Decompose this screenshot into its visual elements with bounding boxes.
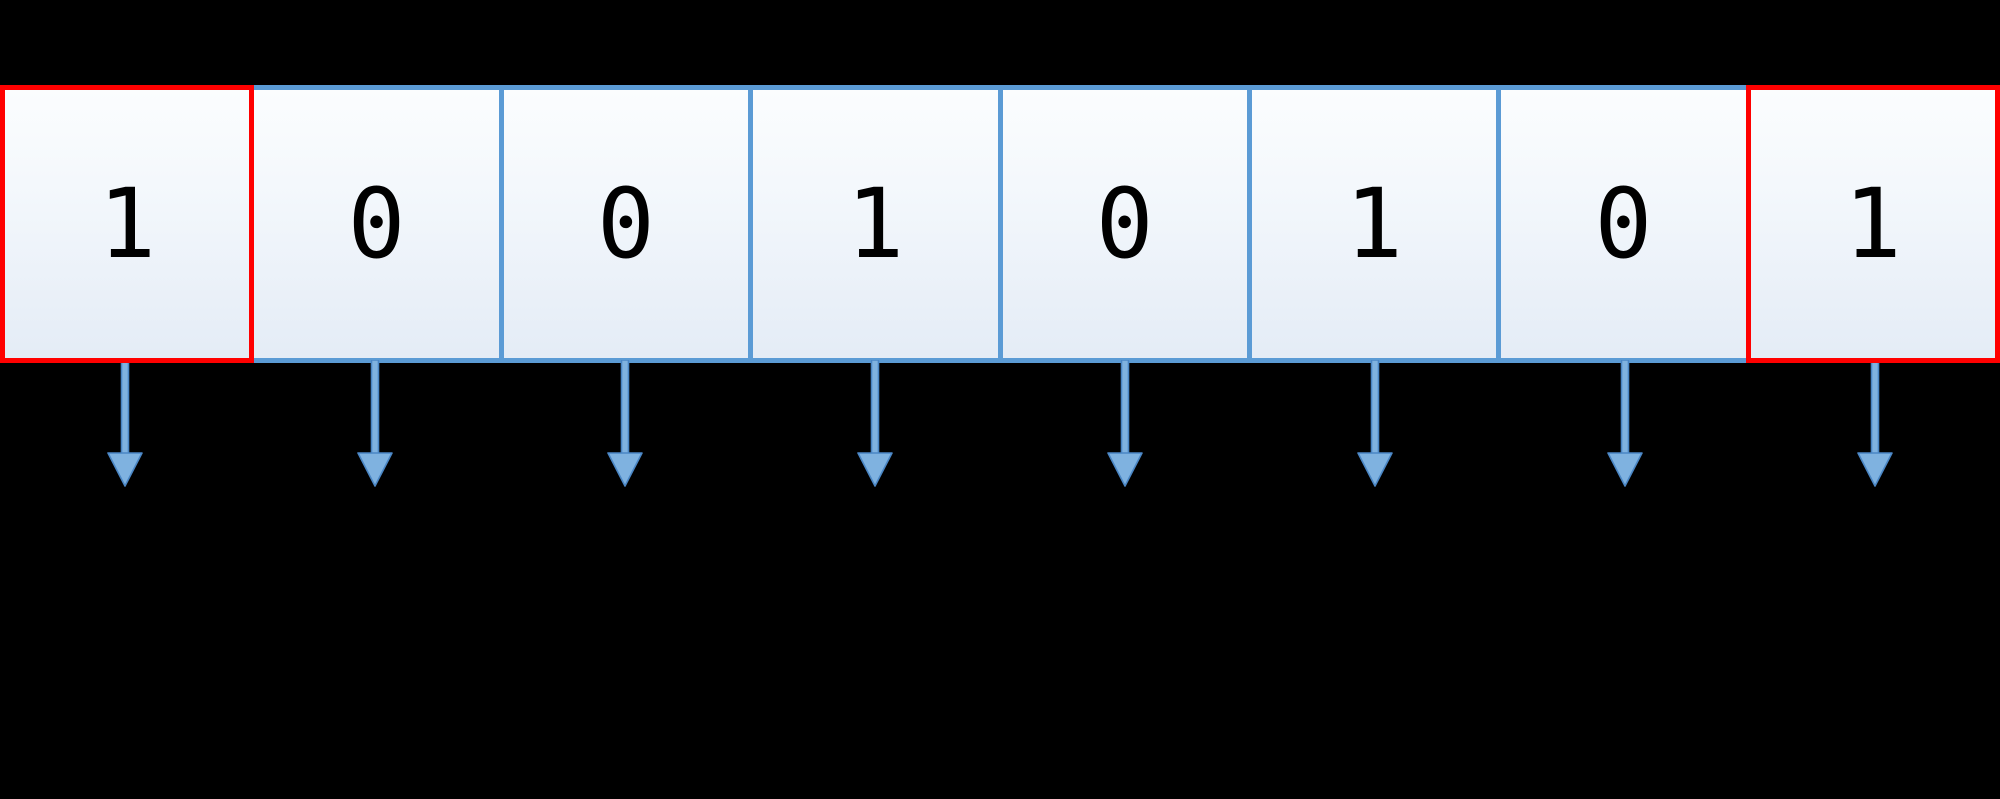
bit-value-7: 1 [1843,168,1902,280]
bit-value-5: 1 [1345,168,1403,280]
down-arrow-icon-5 [1357,360,1393,487]
bit-cell-4[interactable]: 0 [997,85,1247,363]
arrow-slot-1 [250,360,500,495]
bit-cell-3[interactable]: 1 [748,85,998,363]
down-arrow-icon-2 [607,360,643,487]
bit-value-3: 1 [846,168,905,280]
bit-cell-5[interactable]: 1 [1246,85,1497,363]
arrow-slot-3 [750,360,1000,495]
arrow-slot-2 [500,360,750,495]
down-arrow-icon-7 [1857,360,1893,487]
bit-value-2: 0 [597,168,655,280]
down-arrow-icon-4 [1107,360,1143,487]
down-arrow-icon-0 [107,360,143,487]
down-arrow-icon-6 [1607,360,1643,487]
down-arrow-icon-1 [357,360,393,487]
bit-value-0: 1 [98,168,157,280]
bit-cell-0[interactable]: 1 [0,85,255,363]
arrow-slot-5 [1250,360,1500,495]
arrow-slot-4 [1000,360,1250,495]
bit-cell-1[interactable]: 0 [254,85,499,363]
bit-cell-6[interactable]: 0 [1496,85,1746,363]
bit-value-1: 0 [347,168,406,280]
down-arrow-icon-3 [857,360,893,487]
bit-cell-2[interactable]: 0 [498,85,749,363]
arrow-slot-6 [1500,360,1750,495]
bit-value-6: 0 [1594,168,1653,280]
bit-value-4: 0 [1095,168,1154,280]
arrow-row [0,360,2000,495]
arrow-slot-0 [0,360,250,495]
bit-cell-7[interactable]: 1 [1745,85,2000,363]
arrow-slot-7 [1750,360,2000,495]
bit-sequence-row: 1 0 0 1 0 1 0 1 [0,85,2000,363]
